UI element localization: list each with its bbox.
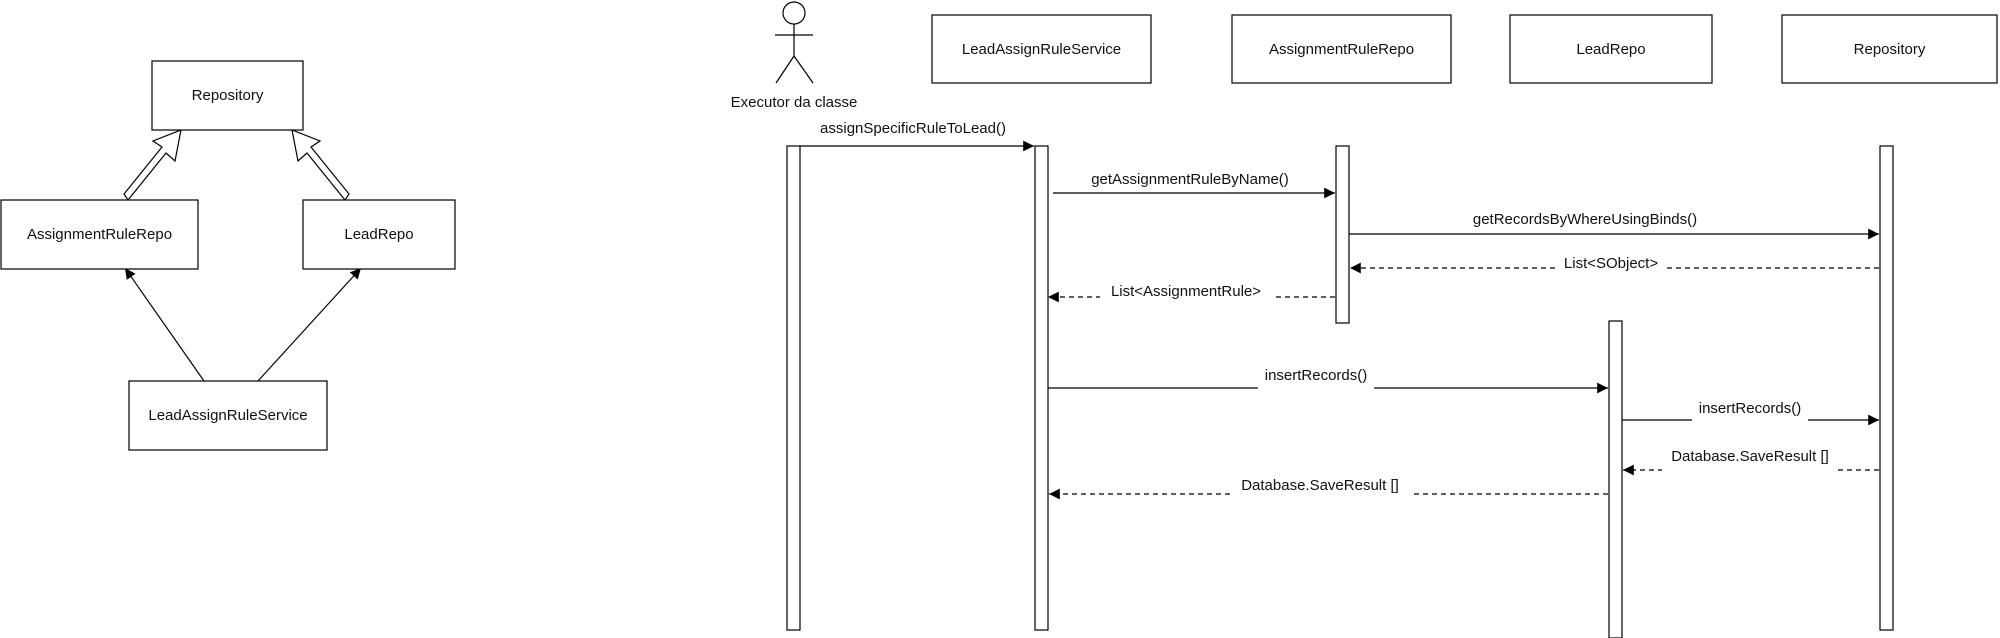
sequence-diagram: Executor da classe LeadAssignRuleService…	[731, 1, 1998, 638]
actor-label: Executor da classe	[731, 94, 858, 111]
activation-bar-lead-assign-rule-service	[1034, 145, 1049, 631]
return-list-sobject: List<SObject>	[1350, 255, 1879, 274]
message-get-records-by-where: getRecordsByWhereUsingBinds()	[1349, 211, 1879, 240]
actor-icon[interactable]	[775, 1, 814, 84]
dependency-arrow-assignment	[124, 267, 205, 382]
participant-lead-assign-rule-service-label: LeadAssignRuleService	[962, 41, 1121, 58]
class-node-lead-assign-rule-service-label: LeadAssignRuleService	[148, 407, 307, 424]
class-node-lead-assign-rule-service[interactable]: LeadAssignRuleService	[128, 380, 328, 451]
return-save-result-repo: Database.SaveResult []	[1623, 448, 1879, 476]
class-node-assignment-rule-repo[interactable]: AssignmentRuleRepo	[0, 199, 199, 270]
message-get-assignment-rule-by-name-label: getAssignmentRuleByName()	[1091, 171, 1289, 188]
return-list-assignment-rule: List<AssignmentRule>	[1048, 283, 1335, 303]
class-node-repository-label: Repository	[192, 87, 264, 104]
activation-bar-repository	[1879, 145, 1894, 631]
return-save-result-lead: Database.SaveResult []	[1049, 475, 1608, 500]
activation-bar-actor	[786, 145, 801, 631]
participant-repository[interactable]: Repository	[1781, 14, 1998, 84]
participant-repository-label: Repository	[1854, 41, 1926, 58]
message-insert-records-lead-label: insertRecords()	[1265, 367, 1368, 384]
class-node-repository[interactable]: Repository	[151, 60, 304, 131]
participant-lead-assign-rule-service[interactable]: LeadAssignRuleService	[931, 14, 1152, 84]
message-assign-specific-rule: assignSpecificRuleToLead()	[800, 120, 1034, 152]
participant-lead-repo-label: LeadRepo	[1576, 41, 1645, 58]
message-assign-specific-rule-label: assignSpecificRuleToLead()	[820, 120, 1006, 137]
participant-lead-repo[interactable]: LeadRepo	[1509, 14, 1713, 84]
participant-assignment-rule-repo[interactable]: AssignmentRuleRepo	[1231, 14, 1452, 84]
return-save-result-repo-label: Database.SaveResult []	[1671, 448, 1829, 465]
class-node-lead-repo-label: LeadRepo	[344, 226, 413, 243]
activation-bar-lead-repo	[1608, 320, 1623, 638]
message-insert-records-lead: insertRecords()	[1048, 367, 1608, 394]
return-save-result-lead-label: Database.SaveResult []	[1241, 477, 1399, 494]
class-node-lead-repo[interactable]: LeadRepo	[302, 199, 456, 270]
message-insert-records-repo: insertRecords()	[1622, 400, 1879, 426]
class-diagram: Repository AssignmentRuleRepo LeadRepo L…	[0, 60, 456, 451]
inheritance-arrow-lead	[291, 129, 350, 202]
activation-bar-assignment-rule-repo	[1335, 145, 1350, 324]
return-list-sobject-label: List<SObject>	[1564, 255, 1658, 272]
message-get-records-by-where-label: getRecordsByWhereUsingBinds()	[1473, 211, 1697, 228]
class-node-assignment-rule-repo-label: AssignmentRuleRepo	[27, 226, 172, 243]
inheritance-arrow-assignment	[123, 129, 182, 202]
participant-assignment-rule-repo-label: AssignmentRuleRepo	[1269, 41, 1414, 58]
message-insert-records-repo-label: insertRecords()	[1699, 400, 1802, 417]
return-list-assignment-rule-label: List<AssignmentRule>	[1111, 283, 1261, 300]
dependency-arrow-lead	[257, 267, 362, 382]
message-get-assignment-rule-by-name: getAssignmentRuleByName()	[1053, 171, 1335, 199]
